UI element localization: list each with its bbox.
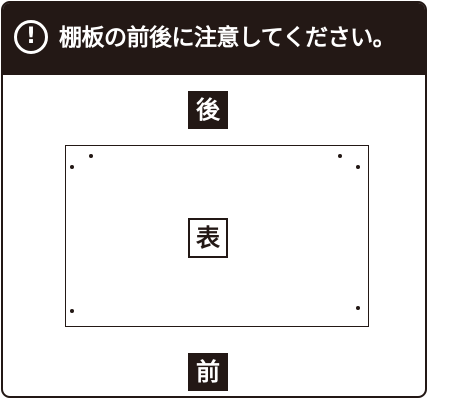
front-label: 前	[188, 353, 228, 391]
back-label: 後	[188, 91, 228, 129]
hole-dot	[356, 306, 360, 310]
hole-dot	[338, 154, 342, 158]
face-label: 表	[188, 218, 228, 258]
notice-title: 棚板の前後に注意してください。	[59, 25, 396, 51]
hole-dot	[70, 309, 74, 313]
hole-dot	[70, 165, 74, 169]
exclamation-icon: !	[14, 20, 48, 54]
shelf-board	[65, 145, 369, 327]
notice-card: ! 棚板の前後に注意してください。 後 表 前	[1, 1, 427, 398]
hole-dot	[89, 154, 93, 158]
hole-dot	[356, 165, 360, 169]
notice-header: ! 棚板の前後に注意してください。	[3, 3, 425, 75]
